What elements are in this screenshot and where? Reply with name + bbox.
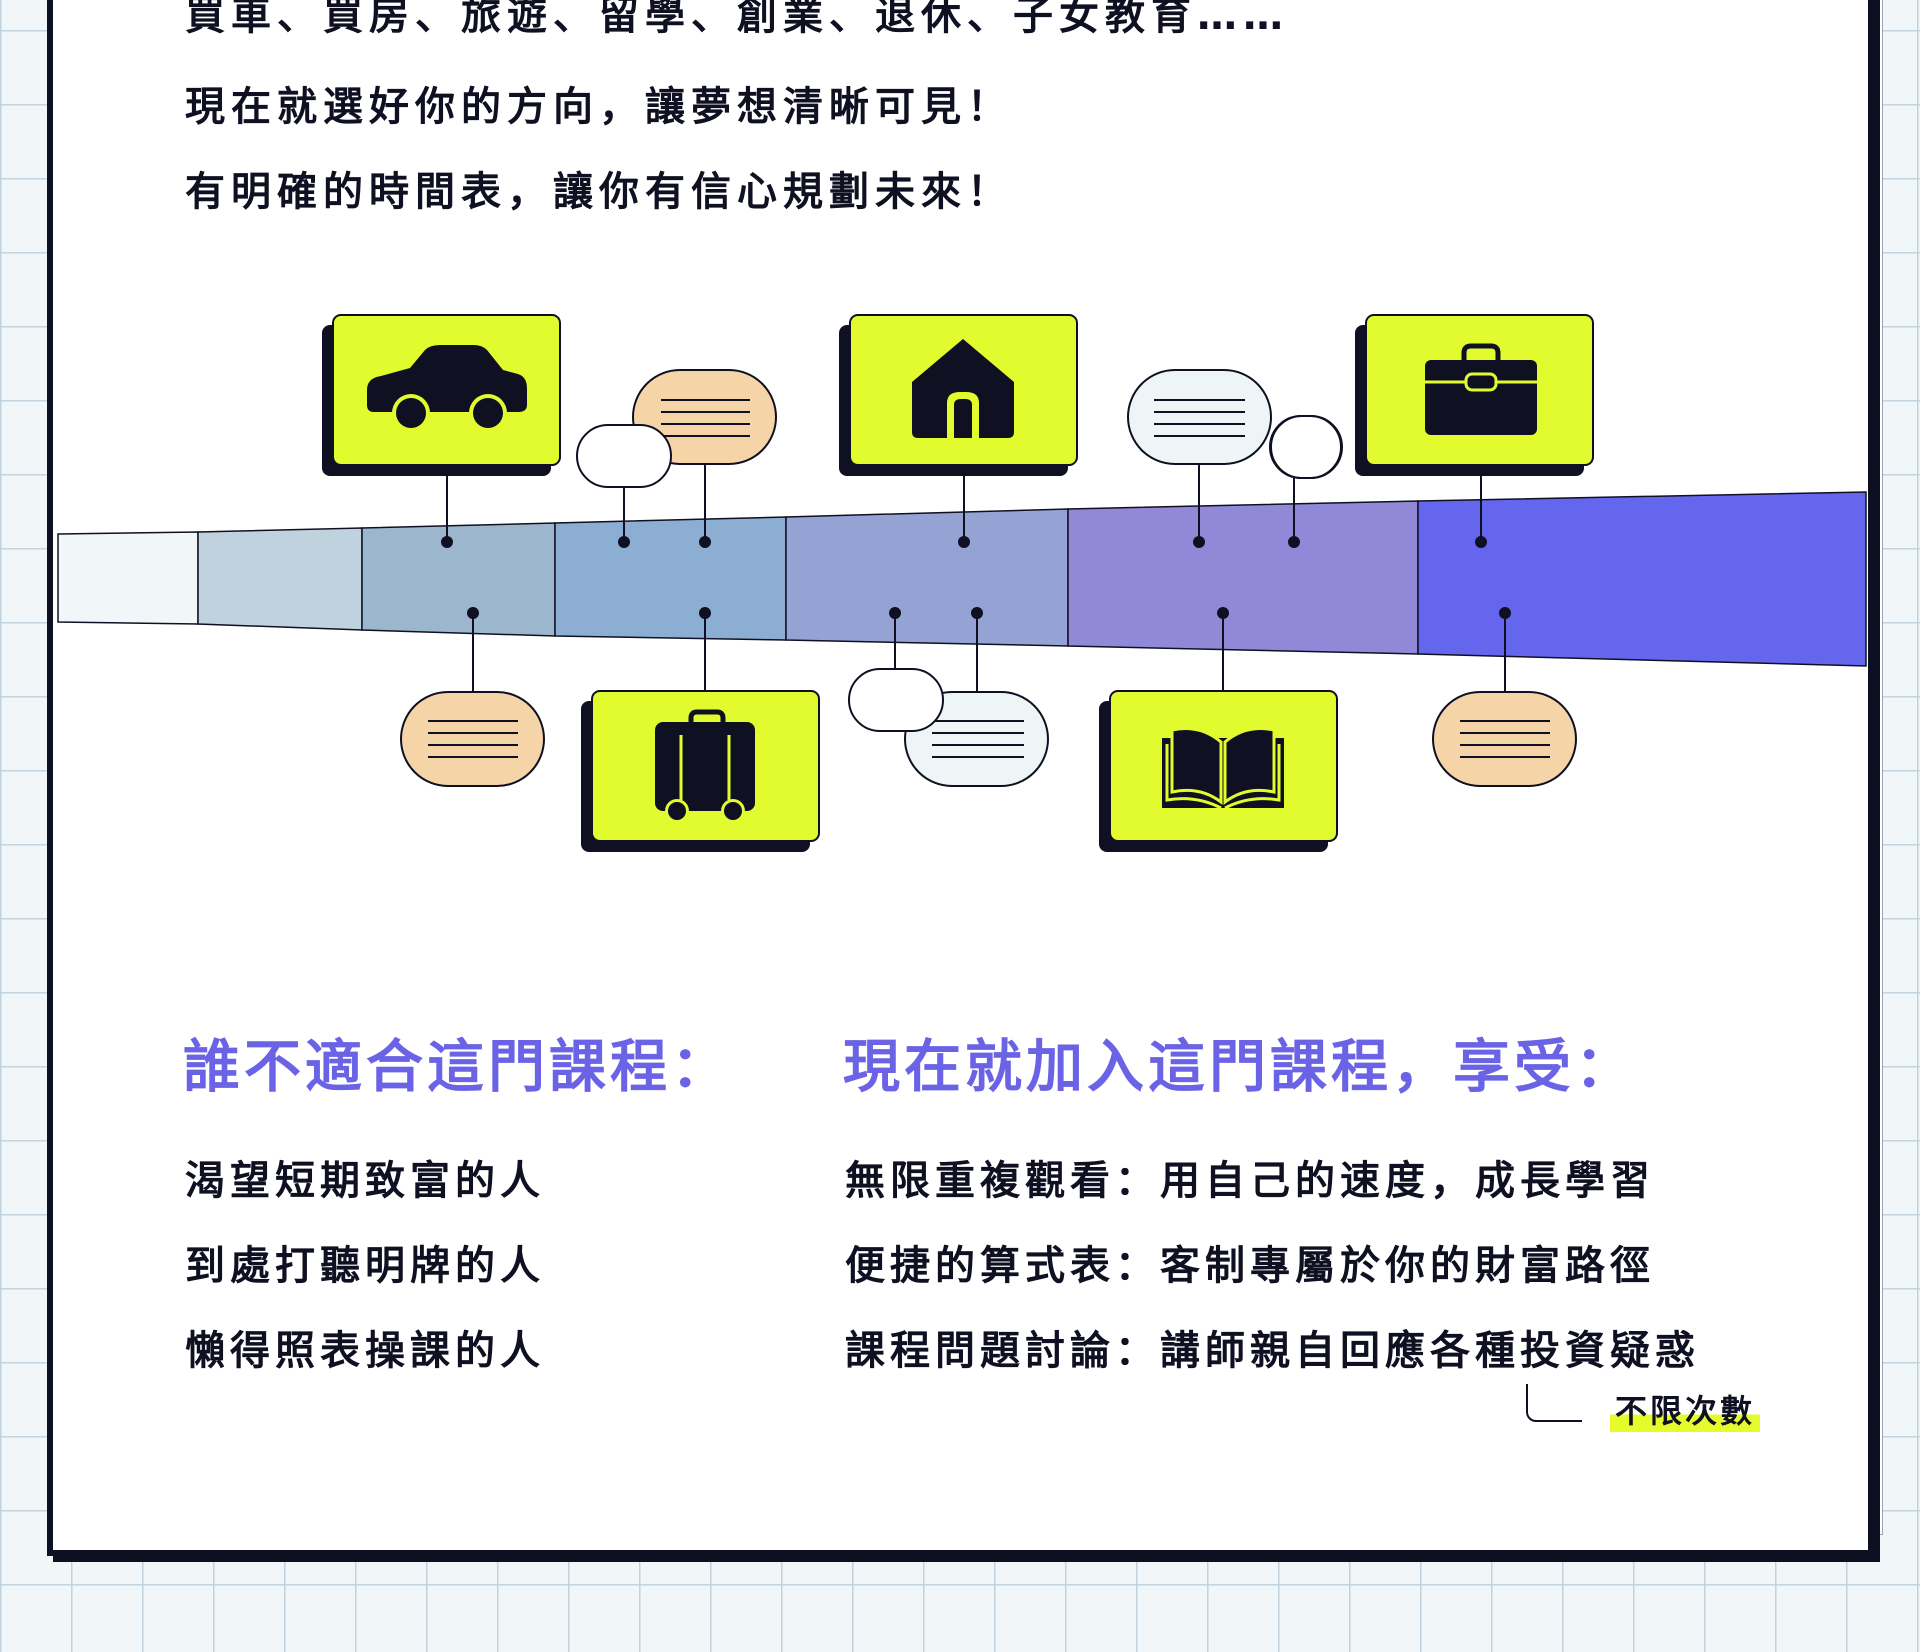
top-connectors bbox=[441, 462, 1487, 548]
suitcase-card bbox=[581, 690, 820, 852]
join-benefit-item: 無限重複觀看：用自己的速度，成長學習 bbox=[845, 1158, 1655, 1204]
join-benefits-heading: 現在就加入這門課程，享受： bbox=[843, 1034, 1636, 1100]
intro-direction: 現在就選好你的方向，讓夢想清晰可見！ bbox=[185, 84, 1013, 130]
briefcase-card bbox=[1355, 314, 1594, 476]
timeline-segment-5 bbox=[785, 508, 1069, 647]
unlimited-note: 不限次數 bbox=[1610, 1386, 1761, 1432]
not-suitable-item: 到處打聽明牌的人 bbox=[185, 1243, 545, 1289]
page-edge bbox=[1872, 0, 1877, 1535]
timeline-segment-3 bbox=[361, 522, 556, 637]
intro-schedule: 有明確的時間表，讓你有信心規劃未來！ bbox=[185, 169, 1013, 215]
house-card bbox=[839, 314, 1078, 476]
intro-goals: 買車、買房、旅遊、留學、創業、退休、子女教育…… bbox=[185, 0, 1289, 39]
speech-bubble-peach-2 bbox=[400, 691, 545, 787]
speech-bubble-small-2 bbox=[848, 668, 944, 732]
timeline-segment-1 bbox=[57, 531, 199, 625]
not-suitable-heading: 誰不適合這門課程： bbox=[183, 1034, 732, 1100]
speech-bubble-peach-3 bbox=[1432, 691, 1577, 787]
timeline-segment-6 bbox=[1067, 500, 1419, 655]
not-suitable-item: 懶得照表操課的人 bbox=[185, 1328, 545, 1374]
page-edge bbox=[1878, 0, 1883, 1535]
speech-bubble-light-2 bbox=[904, 691, 1049, 787]
join-benefit-item: 便捷的算式表：客制專屬於你的財富路徑 bbox=[845, 1243, 1655, 1289]
briefcase-icon bbox=[1425, 343, 1537, 435]
car-icon bbox=[367, 345, 527, 432]
timeline-segment-7 bbox=[1417, 491, 1867, 667]
join-benefit-item: 課程問題討論：講師親自回應各種投資疑惑 bbox=[845, 1328, 1700, 1374]
car-card bbox=[322, 314, 561, 476]
book-icon bbox=[1162, 727, 1284, 810]
suitcase-icon bbox=[655, 709, 755, 823]
not-suitable-item: 渴望短期致富的人 bbox=[185, 1158, 545, 1204]
speech-bubble-peach-1 bbox=[632, 369, 777, 465]
timeline-segment-4 bbox=[554, 516, 787, 641]
house-icon bbox=[912, 339, 1014, 438]
note-connector bbox=[1526, 1384, 1582, 1422]
timeline-illustration bbox=[57, 314, 1867, 852]
bottom-connectors bbox=[467, 607, 1511, 692]
speech-bubble-light-1 bbox=[1127, 369, 1343, 479]
book-card bbox=[1099, 690, 1338, 852]
timeline-segment-2 bbox=[197, 527, 363, 631]
speech-bubble-small-1 bbox=[576, 424, 672, 488]
